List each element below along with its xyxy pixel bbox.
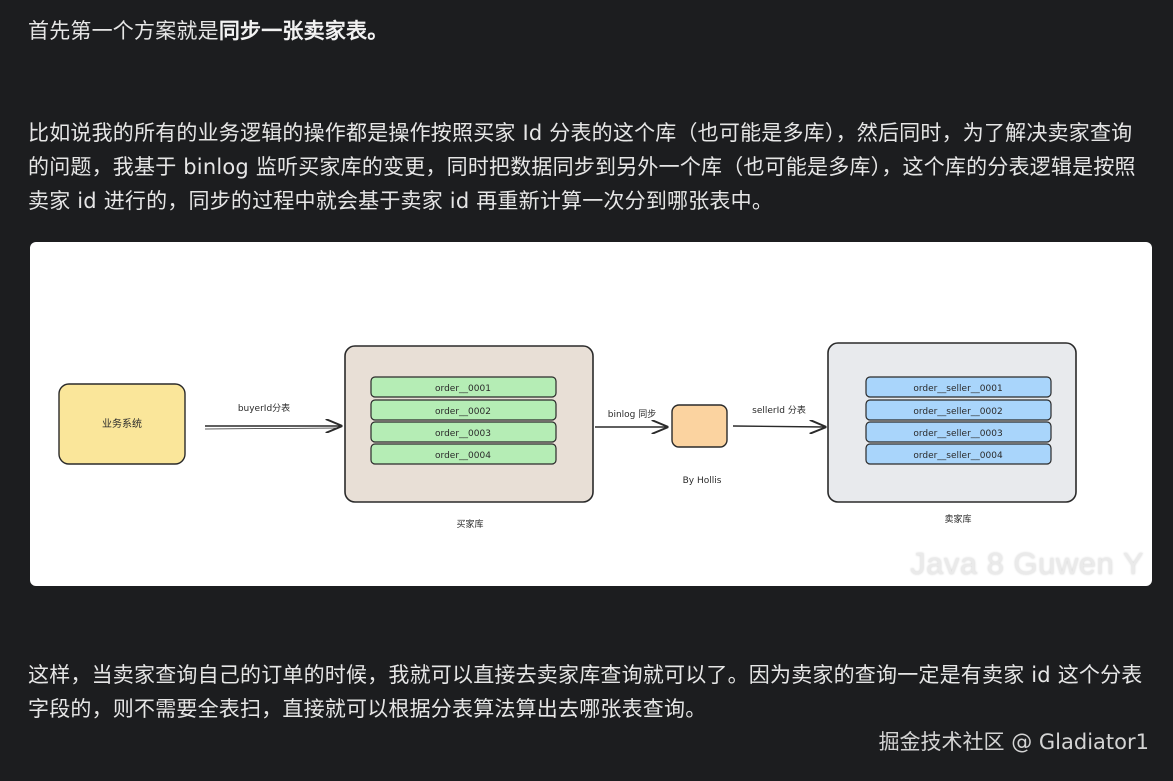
business-system-node: 业务系统: [58, 383, 186, 465]
intro-paragraph: 首先第一个方案就是同步一张卖家表。: [28, 14, 1146, 48]
buyer-table-2: order__0002: [370, 399, 557, 421]
seller-table-label: order__seller__0004: [913, 451, 1003, 461]
buyer-table-3: order__0003: [370, 421, 557, 443]
seller-table-label: order__seller__0001: [913, 384, 1002, 394]
buyer-table-label: order__0003: [435, 429, 491, 439]
conclusion-paragraph: 这样，当卖家查询自己的订单的时候，我就可以直接去卖家库查询就可以了。因为卖家的查…: [28, 663, 1143, 721]
buyer-table-label: order__0001: [435, 384, 491, 394]
buyer-table-4: order__0004: [370, 443, 557, 465]
business-system-label: 业务系统: [102, 417, 142, 430]
seller-table-3: order__seller__0003: [865, 421, 1052, 443]
seller-table-1: order__seller__0001: [865, 376, 1052, 398]
buyer-table-label: order__0004: [435, 451, 491, 461]
sync-node-label: By Hollis: [683, 476, 722, 486]
description-paragraph: 比如说我的所有的业务逻辑的操作都是操作按照买家 Id 分表的这个库（也可能是多库…: [28, 121, 1136, 213]
buyer-table-label: order__0002: [435, 407, 491, 417]
binlog-sync-label: binlog 同步: [608, 409, 657, 420]
buyer-table-1: order__0001: [370, 376, 557, 398]
buyer-shard-arrow: buyerId分表: [204, 402, 341, 429]
seller-table-label: order__seller__0003: [913, 429, 1002, 439]
seller-table-label: order__seller__0002: [913, 407, 1002, 417]
image-watermark: Java 8 Guwen Y: [910, 546, 1144, 581]
architecture-diagram: 业务系统 buyerId分表 order__0001 order__0002 o…: [30, 242, 1152, 586]
seller-table-2: order__seller__0002: [865, 399, 1052, 421]
site-watermark: 掘金技术社区 @ Gladiator1: [878, 730, 1149, 754]
intro-bold-text: 同步一张卖家表。: [218, 19, 389, 43]
seller-db-node: order__seller__0001 order__seller__0002 …: [827, 342, 1077, 525]
buyer-shard-label: buyerId分表: [238, 402, 290, 414]
buyer-db-label: 买家库: [456, 518, 483, 530]
sync-node: By Hollis: [671, 404, 728, 486]
seller-shard-label: sellerId 分表: [752, 404, 806, 416]
seller-db-label: 卖家库: [944, 513, 971, 525]
binlog-sync-arrow: binlog 同步: [595, 409, 667, 427]
intro-text: 首先第一个方案就是: [28, 19, 219, 43]
seller-table-4: order__seller__0004: [865, 443, 1052, 465]
buyer-db-node: order__0001 order__0002 order__0003 orde…: [344, 345, 594, 530]
seller-shard-arrow: sellerId 分表: [732, 404, 825, 427]
